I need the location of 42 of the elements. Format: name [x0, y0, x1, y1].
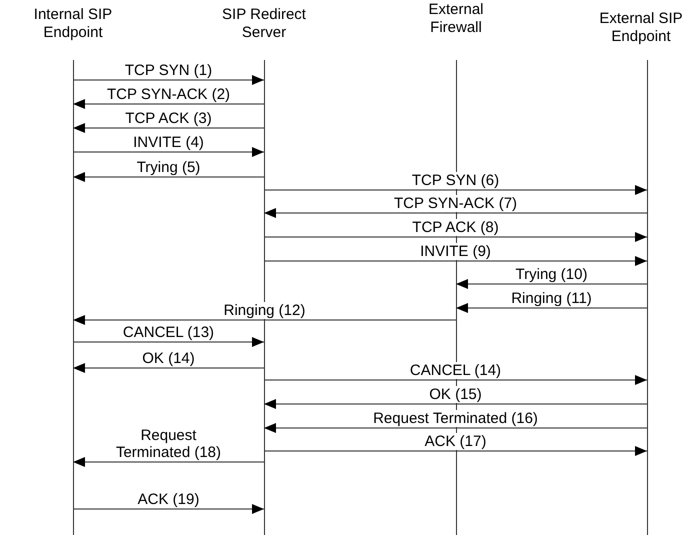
- message-arrow: [72, 337, 264, 347]
- message-arrow: [72, 172, 264, 182]
- message-arrow: [264, 256, 648, 266]
- edge-label: TCP SYN (1): [124, 62, 214, 79]
- edge-label: Ringing (12): [222, 302, 306, 319]
- edge-label: ACK (19): [136, 491, 200, 508]
- message-arrow: [264, 185, 648, 195]
- message-arrow: [72, 75, 264, 85]
- edge-label: TCP ACK (8): [411, 219, 500, 236]
- edge-label: TCP SYN-ACK (7): [392, 195, 518, 212]
- message-arrow: [456, 279, 648, 289]
- edge-label: ACK (17): [424, 433, 488, 450]
- message-arrow: [264, 208, 648, 218]
- edge-label: TCP SYN (6): [410, 172, 500, 189]
- message-arrow: [72, 363, 264, 373]
- message-arrow: [264, 232, 648, 242]
- edge-label: OK (14): [141, 350, 196, 367]
- participant-label: External Firewall: [427, 1, 485, 37]
- message-arrow: [72, 147, 264, 157]
- edge-label: CANCEL (13): [122, 324, 216, 341]
- message-arrow: [72, 457, 264, 467]
- message-arrow: [264, 446, 648, 456]
- edge-label: Trying (5): [136, 159, 202, 176]
- message-arrow: [264, 423, 648, 433]
- participant-label: Internal SIP Endpoint: [32, 6, 114, 42]
- message-arrow: [72, 99, 264, 109]
- message-arrow: [264, 399, 648, 409]
- message-arrow: [72, 315, 456, 325]
- message-arrow: [72, 504, 264, 514]
- edge-label: INVITE (4): [132, 134, 205, 151]
- message-arrow: [72, 123, 264, 133]
- edge-label: TCP ACK (3): [124, 110, 213, 127]
- participant-label: External SIP Endpoint: [598, 10, 684, 46]
- participant-label: SIP Redirect Server: [221, 6, 307, 42]
- message-arrow: [456, 303, 648, 313]
- edge-label: INVITE (9): [419, 243, 492, 260]
- edge-label: Trying (10): [514, 266, 588, 283]
- edge-label: TCP SYN-ACK (2): [106, 86, 232, 103]
- edge-label: Request Terminated (16): [372, 410, 539, 427]
- edge-label: CANCEL (14): [408, 362, 502, 379]
- edge-label: Ringing (11): [510, 290, 593, 307]
- edge-label: OK (15): [428, 386, 483, 403]
